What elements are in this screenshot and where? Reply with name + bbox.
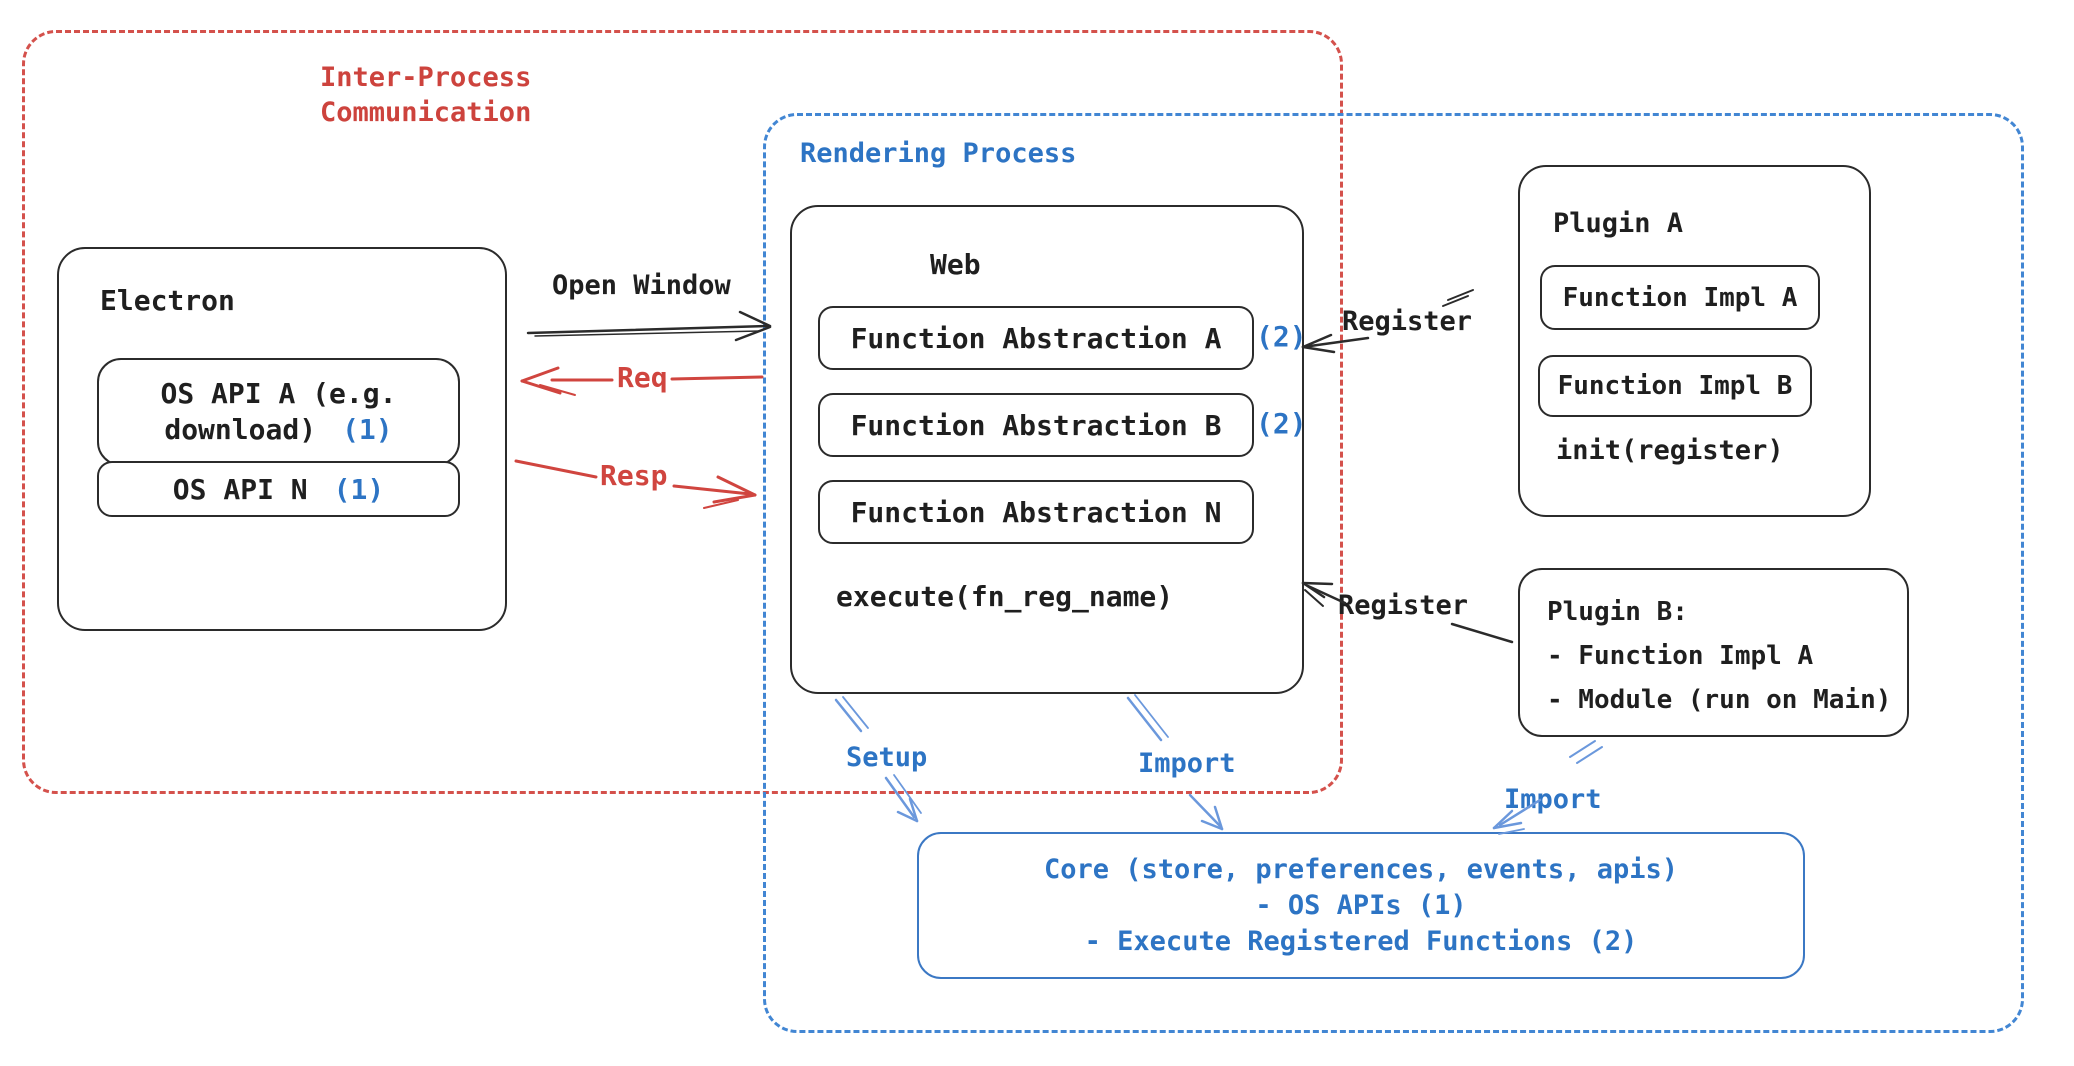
- import-core-label: Import: [1138, 748, 1236, 779]
- plugin-b-item-1: - Function Impl A: [1547, 641, 1814, 671]
- plugin-b-title: Plugin B:: [1547, 597, 1688, 627]
- plugin-b-item-2: - Module (run on Main): [1547, 685, 1892, 715]
- plugin-a-title: Plugin A: [1553, 208, 1684, 239]
- ipc-label-line1: Inter-Process: [320, 62, 532, 93]
- os-api-a-line2: download)(1): [164, 413, 393, 446]
- plugin-a-box: [1518, 165, 1871, 517]
- plugin-b-text: Plugin B: - Function Impl A - Module (run …: [1547, 590, 1891, 722]
- os-api-a-ref: (1): [342, 413, 393, 446]
- execute-fn-label: execute(fn_reg_name): [836, 580, 1174, 613]
- core-line3: - Execute Registered Functions (2): [1084, 925, 1638, 957]
- import-plugin-b-label: Import: [1504, 784, 1602, 815]
- register-plugin-b-label: Register: [1338, 590, 1469, 621]
- resp-label: Resp: [600, 459, 668, 492]
- ipc-label-line2: Communication: [320, 97, 532, 128]
- electron-title: Electron: [100, 284, 235, 317]
- ipc-dashed-region: [22, 30, 1343, 794]
- os-api-a-box: OS API A (e.g. download)(1): [97, 358, 460, 466]
- init-register-label: init(register): [1556, 435, 1784, 466]
- function-abstraction-a-ref: (2): [1256, 320, 1307, 353]
- function-impl-b-box: Function Impl B: [1538, 355, 1812, 417]
- register-plugin-a-label: Register: [1342, 306, 1473, 337]
- function-abstraction-a-box: Function Abstraction A: [818, 306, 1254, 370]
- core-line1: Core (store, preferences, events, apis): [1044, 853, 1678, 885]
- rendering-process-label: Rendering Process: [800, 138, 1077, 169]
- function-abstraction-b-ref: (2): [1256, 407, 1307, 440]
- function-abstraction-b-box: Function Abstraction B: [818, 393, 1254, 457]
- os-api-a-line1: OS API A (e.g.: [160, 377, 397, 410]
- os-api-n-ref: (1): [333, 472, 385, 506]
- setup-label: Setup: [846, 742, 928, 773]
- function-impl-a-box: Function Impl A: [1540, 265, 1820, 330]
- core-box: Core (store, preferences, events, apis) …: [917, 832, 1805, 979]
- function-abstraction-n-box: Function Abstraction N: [818, 480, 1254, 544]
- req-label: Req: [617, 361, 668, 394]
- open-window-label: Open Window: [552, 270, 731, 301]
- os-api-n-box: OS API N (1): [97, 461, 460, 517]
- plugin-b-box: [1518, 568, 1909, 737]
- rendering-process-dashed-region: [763, 113, 2024, 1033]
- core-line2: - OS APIs (1): [1255, 889, 1467, 921]
- os-api-n-text: OS API N: [172, 472, 308, 506]
- web-title: Web: [930, 248, 981, 281]
